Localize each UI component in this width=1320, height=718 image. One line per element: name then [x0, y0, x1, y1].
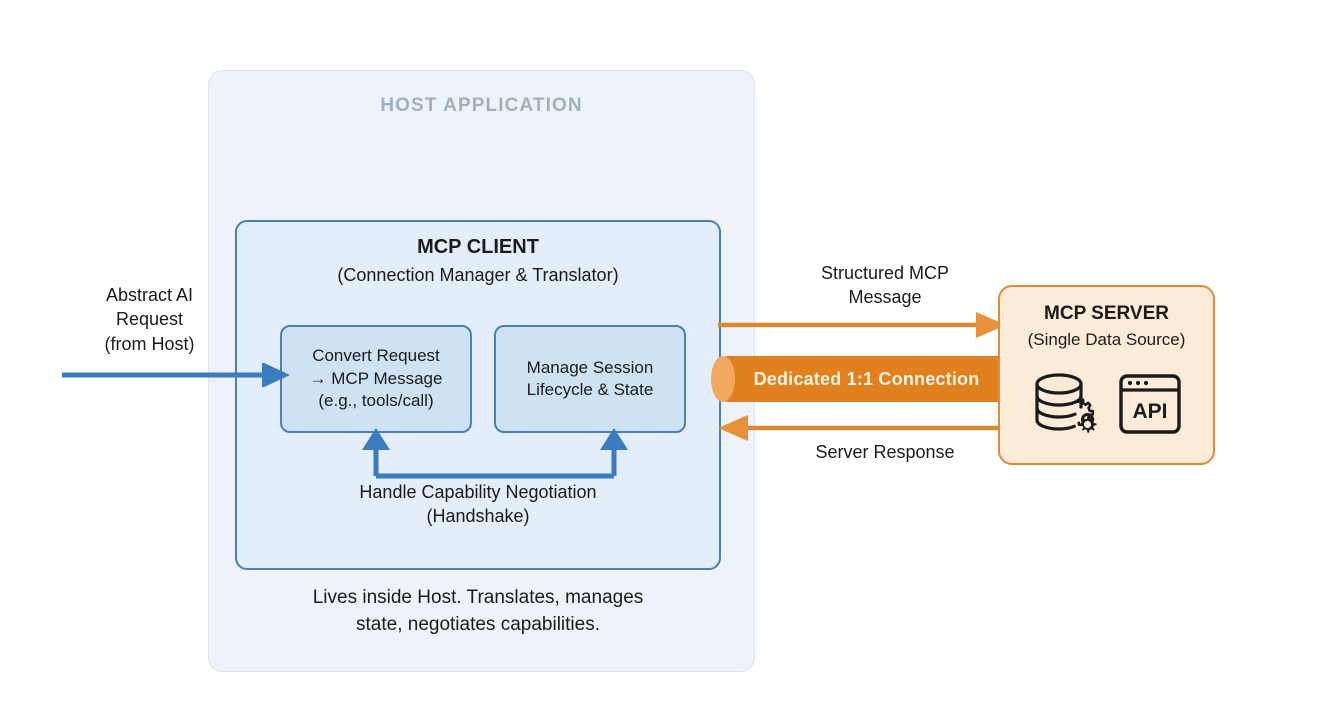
pipe-end-cap [711, 356, 735, 402]
api-icon-text: API [1132, 400, 1167, 423]
manage-session-box: Manage Session Lifecycle & State [494, 325, 686, 433]
mcp-client-subtitle: (Connection Manager & Translator) [337, 265, 619, 285]
host-note-line-2: state, negotiates capabilities. [356, 613, 600, 635]
handshake-label-line-1: Handle Capability Negotiation [359, 482, 597, 502]
pipe-label: Dedicated 1:1 Connection [753, 368, 980, 389]
abstract-request-line-3: (from Host) [104, 333, 195, 354]
abstract-request-line-1: Abstract AI [105, 285, 194, 305]
host-note-line-1: Lives inside Host. Translates, manages [312, 587, 644, 608]
handshake-label: Handle Capability Negotiation (Handshake… [235, 480, 721, 529]
mcp-server-subtitle: (Single Data Source) [1027, 330, 1186, 349]
handshake-label-line-2: (Handshake) [426, 506, 530, 527]
abstract-request-label: Abstract AI Request (from Host) [62, 283, 237, 356]
convert-request-line-3: (e.g., tools/call) [318, 391, 434, 411]
convert-request-line-2: → MCP Message [309, 368, 443, 388]
manage-session-line-2: Lifecycle & State [526, 380, 654, 399]
server-response-label: Server Response [815, 442, 955, 462]
convert-request-line-1: Convert Request [312, 346, 440, 366]
inbound-response-arrow-icon [718, 415, 1006, 441]
abstract-request-line-2: Request [115, 309, 184, 330]
convert-request-box: Convert Request → MCP Message (e.g., too… [280, 325, 472, 433]
dedicated-connection-pipe: Dedicated 1:1 Connection [711, 356, 1010, 402]
mcp-server-title: MCP SERVER [1044, 303, 1169, 324]
structured-message-label: Structured MCP Message [770, 261, 1000, 310]
mcp-client-title: MCP CLIENT [417, 236, 539, 258]
outbound-message-arrow-icon [718, 312, 1006, 338]
pipe-body [723, 356, 1010, 402]
database-gear-icon [1034, 373, 1097, 433]
api-window-icon: API [1118, 374, 1181, 434]
host-application-title: HOST APPLICATION [380, 95, 583, 116]
host-note: Lives inside Host. Translates, manages s… [235, 585, 721, 638]
structured-message-line-2: Message [848, 287, 922, 308]
mcp-server-box [998, 285, 1215, 465]
structured-message-line-1: Structured MCP [820, 263, 950, 283]
handshake-arrows-icon [362, 428, 628, 479]
abstract-request-arrow-icon [62, 363, 290, 387]
server-icon-row: API [998, 362, 1215, 446]
manage-session-line-1: Manage Session [526, 357, 654, 377]
